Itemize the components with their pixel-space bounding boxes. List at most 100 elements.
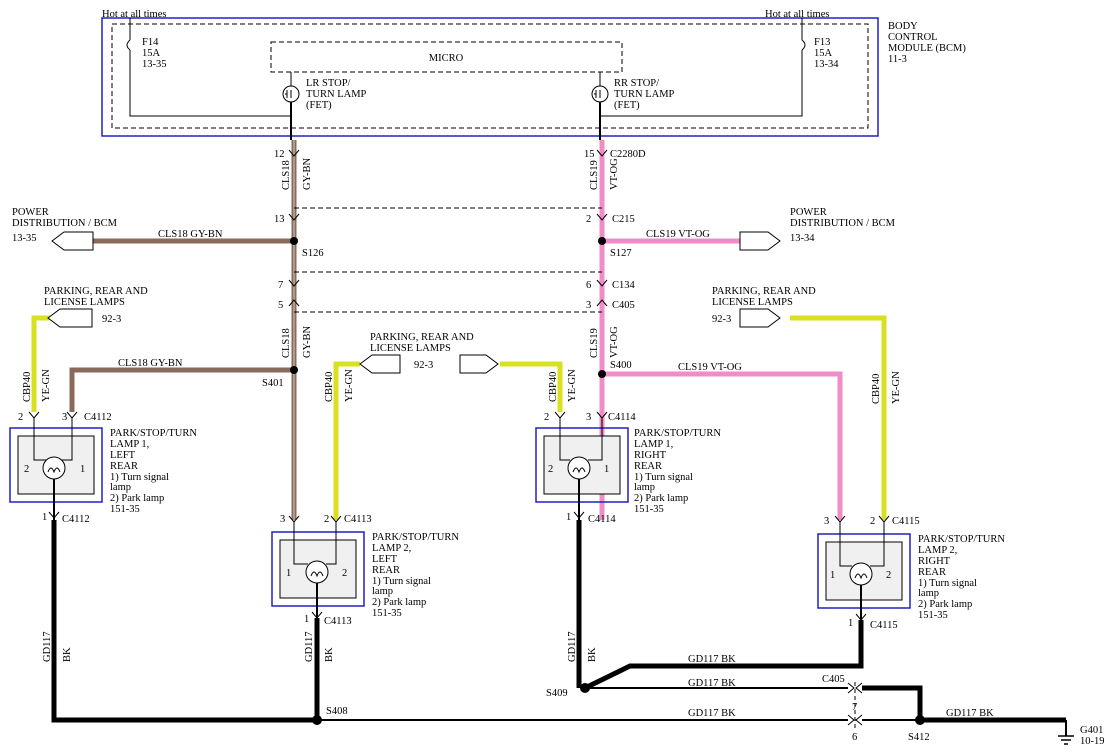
pin-arrow-icon <box>596 149 608 157</box>
wire-cls19-label-2: CLS19 <box>589 328 600 358</box>
pin-6: 6 <box>586 280 591 291</box>
splice-s412-dot <box>915 715 925 725</box>
lamp2-right-8: 151-35 <box>918 610 948 621</box>
pin-arrow-icon <box>596 299 608 307</box>
lamp1-left-4: REAR <box>110 461 138 472</box>
wire-label-pd-right: CLS19 VT-OG <box>646 229 710 240</box>
wire-cls19-lamp <box>602 371 843 520</box>
splice-s408: S408 <box>326 706 348 717</box>
l2l-inner-2: 2 <box>342 568 347 579</box>
wire-label-lamp1-left: CLS18 GY-BN <box>118 358 183 369</box>
l1r-inner-1: 1 <box>604 464 609 475</box>
hot-left: Hot at all times <box>102 9 166 20</box>
lamp2-left-3: LEFT <box>372 554 398 565</box>
lamp2-left-6: lamp <box>372 586 393 597</box>
plr-mid-2: LICENSE LAMPS <box>370 343 451 354</box>
fet-right-2: TURN LAMP <box>614 89 675 100</box>
pd-right-3: 13-34 <box>790 233 815 244</box>
gd-horiz-d: GD117 BK <box>946 708 994 719</box>
splice-s400: S400 <box>610 360 632 371</box>
wire-yegn-label-r1: YE-GN <box>567 369 578 402</box>
lamp2-left-4: REAR <box>372 565 400 576</box>
wire-cbp40-rm <box>500 361 563 412</box>
l1l-pin2: 2 <box>18 412 23 423</box>
conn-c4112b: C4112 <box>62 514 90 525</box>
plr-left-1: PARKING, REAR AND <box>44 286 148 297</box>
pin-arrow-icon <box>847 714 855 726</box>
lamp1-left-2: LAMP 1, <box>110 439 149 450</box>
fet-left-3: (FET) <box>306 100 332 111</box>
pin-arrow-icon <box>554 411 566 419</box>
pin-arrow-icon <box>288 149 300 157</box>
splice-s409: S409 <box>546 688 568 699</box>
lamp1-left-8: 151-35 <box>110 504 140 515</box>
pin-5: 5 <box>278 300 283 311</box>
lamp1-left-7: 2) Park lamp <box>110 493 164 504</box>
l2l-pin3: 3 <box>280 514 285 525</box>
lamp1-right-6: lamp <box>634 482 655 493</box>
l1l-pin3: 3 <box>62 412 67 423</box>
lamp1-left-1: PARK/STOP/TURN <box>110 428 197 439</box>
bcm-title-2: CONTROL <box>888 32 938 43</box>
lamp1-right-2: LAMP 1, <box>634 439 673 450</box>
pd-left-3: 13-35 <box>12 233 37 244</box>
pin-arrow-icon <box>596 213 608 221</box>
plr-right-2: LICENSE LAMPS <box>712 297 793 308</box>
conn-c2280d: C2280D <box>610 149 646 160</box>
splice-s401: S401 <box>262 378 284 389</box>
splice-s400-dot <box>598 370 606 378</box>
conn-c4114a: C4114 <box>608 412 636 423</box>
wire-yegn-label-m: YE-GN <box>344 369 355 402</box>
pin-arrow-icon <box>847 682 855 694</box>
pd-right-1: POWER <box>790 207 827 218</box>
conn-c134: C134 <box>612 280 636 291</box>
bcm-title-1: BODY <box>888 21 918 32</box>
l2l-inner-1: 1 <box>286 568 291 579</box>
pd-right-arrow-icon <box>739 231 781 251</box>
fuse-f14-ref: 13-35 <box>142 59 167 70</box>
lamp2-right-1: PARK/STOP/TURN <box>918 534 1005 545</box>
wire-gybn-label-1: GY-BN <box>302 157 313 190</box>
fet-right-3: (FET) <box>614 100 640 111</box>
l1r-inner-2: 2 <box>548 464 553 475</box>
fuse-f13-icon <box>801 39 806 51</box>
lamp2-right-7: 2) Park lamp <box>918 599 972 610</box>
plr-left-arrow-icon <box>47 308 93 328</box>
bcm-title-3: MODULE (BCM) <box>888 43 966 54</box>
conn-c4115b: C4115 <box>870 620 898 631</box>
splice-s408-dot <box>312 715 322 725</box>
fuse-f14-icon <box>126 39 131 51</box>
lamp2-right-3: RIGHT <box>918 556 951 567</box>
lamp1-right-4: REAR <box>634 461 662 472</box>
wire-yegn-label-l: YE-GN <box>41 369 52 402</box>
bcm-inner <box>111 23 869 129</box>
wire-cls18-label-2: CLS18 <box>281 328 292 358</box>
conn-c4115a: C4115 <box>892 516 920 527</box>
pin-arrow-icon <box>288 299 300 307</box>
micro-box <box>270 41 623 73</box>
wire-cls18-main <box>290 102 297 520</box>
splice-s126-dot <box>290 237 298 245</box>
pin-arrow-icon <box>288 213 300 221</box>
plr-left-ref: 92-3 <box>102 314 121 325</box>
l1l-ground-pin: 1 <box>42 512 47 523</box>
pin-3: 3 <box>586 300 591 311</box>
lamp2-left-5: 1) Turn signal <box>372 576 431 587</box>
l2r-ground-pin: 1 <box>848 618 853 629</box>
wire-gybn-label-2: GY-BN <box>302 325 313 358</box>
lamp2-left-7: 2) Park lamp <box>372 597 426 608</box>
pin-7: 7 <box>278 280 283 291</box>
wire-cbp40-left <box>31 315 70 412</box>
pin-12: 12 <box>274 149 285 160</box>
c405b-pin7: 7 <box>852 702 857 713</box>
l1r-ground-pin: 1 <box>566 512 571 523</box>
pin-arrow-icon <box>855 714 863 726</box>
fet-left-2: TURN LAMP <box>306 89 367 100</box>
l1l-inner-1: 1 <box>80 464 85 475</box>
bcm-border <box>101 17 879 137</box>
conn-c4112a: C4112 <box>84 412 112 423</box>
lamp1-right-5: 1) Turn signal <box>634 472 693 483</box>
conn-c405: C405 <box>612 300 635 311</box>
